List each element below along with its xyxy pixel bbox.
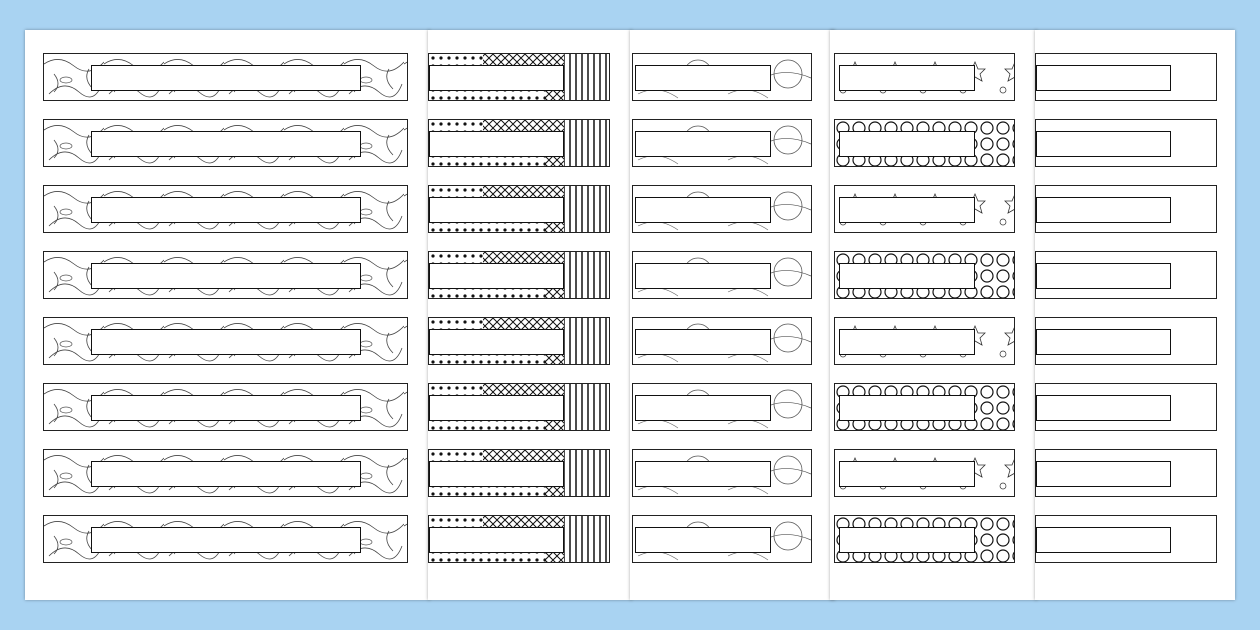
name-write-box bbox=[1036, 461, 1171, 487]
name-label-strip bbox=[1035, 119, 1217, 167]
name-write-box bbox=[429, 461, 564, 487]
name-write-box bbox=[91, 65, 361, 91]
name-label-strip bbox=[43, 251, 408, 299]
name-write-box bbox=[635, 461, 771, 487]
name-write-box bbox=[429, 197, 564, 223]
name-write-box bbox=[1036, 65, 1171, 91]
name-label-strip bbox=[1035, 53, 1217, 101]
name-write-box bbox=[429, 395, 564, 421]
name-label-strip bbox=[43, 53, 408, 101]
name-label-strip bbox=[834, 53, 1015, 101]
name-write-box bbox=[839, 197, 975, 223]
name-label-strip bbox=[834, 185, 1015, 233]
name-label-strip bbox=[428, 515, 610, 563]
name-label-strip bbox=[428, 185, 610, 233]
name-label-strip bbox=[43, 317, 408, 365]
name-label-strip bbox=[43, 119, 408, 167]
name-label-strip bbox=[1035, 515, 1217, 563]
name-write-box bbox=[429, 263, 564, 289]
name-write-box bbox=[1036, 131, 1171, 157]
name-label-strip bbox=[834, 317, 1015, 365]
name-label-strip bbox=[632, 383, 812, 431]
geometric-pattern-page bbox=[428, 30, 632, 600]
name-label-strip bbox=[43, 449, 408, 497]
name-label-strip bbox=[43, 185, 408, 233]
name-label-strip bbox=[834, 383, 1015, 431]
shapes-pattern-page bbox=[830, 30, 1037, 600]
space-doodle-page bbox=[630, 30, 835, 600]
name-write-box bbox=[839, 65, 975, 91]
name-label-strip bbox=[1035, 317, 1217, 365]
name-label-strip bbox=[1035, 449, 1217, 497]
name-label-strip bbox=[834, 251, 1015, 299]
name-write-box bbox=[91, 527, 361, 553]
name-write-box bbox=[635, 329, 771, 355]
name-write-box bbox=[635, 65, 771, 91]
name-label-strip bbox=[428, 317, 610, 365]
name-write-box bbox=[429, 65, 564, 91]
name-label-strip bbox=[43, 515, 408, 563]
name-label-strip bbox=[43, 383, 408, 431]
name-label-strip bbox=[428, 449, 610, 497]
name-write-box bbox=[839, 131, 975, 157]
name-write-box bbox=[429, 527, 564, 553]
name-write-box bbox=[91, 197, 361, 223]
name-write-box bbox=[91, 461, 361, 487]
name-write-box bbox=[429, 329, 564, 355]
nature-doodle-page bbox=[25, 30, 430, 600]
name-write-box bbox=[839, 395, 975, 421]
name-label-strip bbox=[632, 53, 812, 101]
name-label-strip bbox=[428, 251, 610, 299]
name-write-box bbox=[839, 263, 975, 289]
name-label-strip bbox=[428, 119, 610, 167]
name-label-strip bbox=[834, 449, 1015, 497]
name-write-box bbox=[91, 263, 361, 289]
name-label-strip bbox=[428, 383, 610, 431]
name-label-strip bbox=[632, 449, 812, 497]
name-write-box bbox=[91, 131, 361, 157]
name-label-strip bbox=[1035, 251, 1217, 299]
name-label-strip bbox=[632, 119, 812, 167]
name-write-box bbox=[635, 395, 771, 421]
name-write-box bbox=[1036, 395, 1171, 421]
name-label-strip bbox=[632, 515, 812, 563]
blank-page bbox=[1035, 30, 1235, 600]
name-write-box bbox=[839, 329, 975, 355]
name-write-box bbox=[635, 527, 771, 553]
name-label-strip bbox=[834, 119, 1015, 167]
name-write-box bbox=[1036, 197, 1171, 223]
name-label-strip bbox=[632, 251, 812, 299]
name-label-strip bbox=[632, 317, 812, 365]
name-write-box bbox=[91, 329, 361, 355]
name-write-box bbox=[1036, 527, 1171, 553]
name-write-box bbox=[1036, 263, 1171, 289]
name-write-box bbox=[635, 263, 771, 289]
name-write-box bbox=[839, 461, 975, 487]
name-label-strip bbox=[1035, 383, 1217, 431]
name-write-box bbox=[91, 395, 361, 421]
name-label-strip bbox=[1035, 185, 1217, 233]
name-write-box bbox=[635, 131, 771, 157]
name-label-strip bbox=[834, 515, 1015, 563]
name-write-box bbox=[839, 527, 975, 553]
name-label-strip bbox=[632, 185, 812, 233]
name-write-box bbox=[1036, 329, 1171, 355]
name-label-strip bbox=[428, 53, 610, 101]
name-write-box bbox=[635, 197, 771, 223]
name-write-box bbox=[429, 131, 564, 157]
